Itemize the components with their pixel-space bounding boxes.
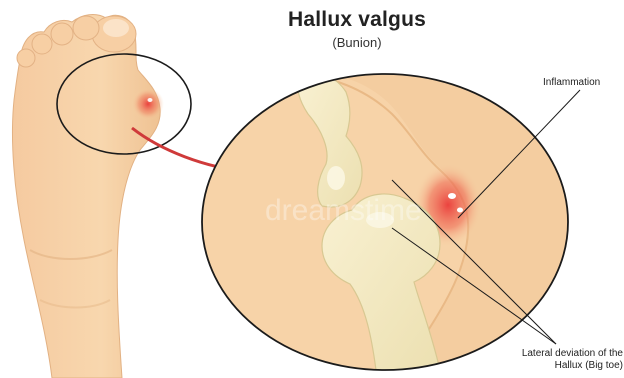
deviation-label-line-2: Hallux (Big toe) [493,360,623,372]
deviation-label-line-1: Lateral deviation of the [493,348,623,360]
diagram-subtitle: (Bunion) [262,35,452,51]
toe-5 [17,49,35,67]
small-inflammation [132,88,164,120]
foot-drawing [12,15,191,378]
toe-2 [73,16,99,40]
watermark: dreamstime [265,194,422,227]
inflammation-label: Inflammation [543,77,600,89]
toe-4 [32,34,52,54]
toe-3 [51,23,73,45]
foot-outline [12,15,160,378]
deviation-label: Lateral deviation of the Hallux (Big toe… [493,348,623,372]
big-toe-nail [103,19,129,37]
diagram-title: Hallux valgus [262,8,452,32]
